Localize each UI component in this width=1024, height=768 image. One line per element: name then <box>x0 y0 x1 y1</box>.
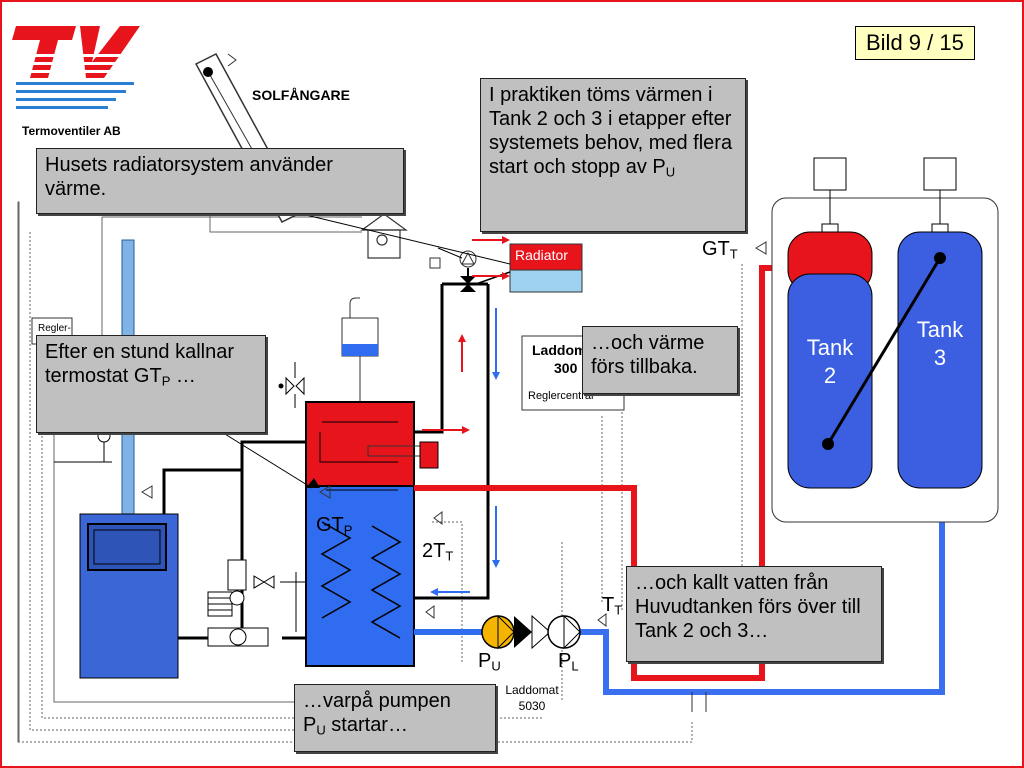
callout-pointers <box>211 213 511 489</box>
pl-label: PL <box>558 650 579 674</box>
reglercentral-label: Reglercentral <box>528 390 594 402</box>
callout-pump-starts: …varpå pumpen PU startar… <box>294 684 496 752</box>
laddomat-5030-line2: 5030 <box>518 699 546 713</box>
gtp-label: GTP <box>316 514 353 538</box>
tank-connector <box>822 252 946 450</box>
tank-3 <box>897 157 983 489</box>
regler-label: Regler- <box>38 323 71 334</box>
laddomat-valves <box>207 559 306 647</box>
gtp-sensor <box>306 478 320 488</box>
termoventiler-logo <box>12 26 140 109</box>
callout-radiator-system: Husets radiatorsystem använder värme. <box>36 148 404 214</box>
relief-valve <box>278 362 305 408</box>
temp-sensors <box>141 241 767 627</box>
laddomat-5030-line1: Laddomat <box>505 683 559 697</box>
loop-pipes <box>414 265 945 695</box>
callout-practice: I praktiken töms värmen i Tank 2 och 3 i… <box>480 78 746 232</box>
page-indicator[interactable]: Bild 9 / 15 <box>855 26 975 60</box>
gtt-label: GTT <box>702 238 738 262</box>
tank3-label: Tank 3 <box>898 316 982 372</box>
pump-pl <box>547 614 581 650</box>
boiler-gauge <box>54 429 112 463</box>
house-symbol <box>360 213 408 259</box>
flow-arrows <box>422 236 510 596</box>
laddomat-5030-label: Laddomat 5030 <box>496 682 568 714</box>
solar-label: SOLFÅNGARE <box>252 87 350 103</box>
callout-heat-back: …och värme förs tillbaka. <box>582 326 738 394</box>
pump-pu <box>481 614 532 650</box>
tank2-label: Tank 2 <box>788 334 872 390</box>
callout-cold-water: …och kallt vatten från Huvudtanken förs … <box>626 566 882 662</box>
main-tank <box>305 401 439 667</box>
tank2-label-line2: 2 <box>823 363 837 388</box>
tank3-label-line1: Tank <box>916 317 964 342</box>
company-name: Termoventiler AB <box>22 124 121 138</box>
pu-label: PU <box>478 650 501 674</box>
radiator-label: Radiator <box>515 247 568 263</box>
tank3-label-line2: 3 <box>933 345 947 370</box>
tt-label: TT <box>602 594 623 618</box>
2tt-label: 2TT <box>422 540 454 564</box>
laddomat-number: 300 <box>554 360 578 376</box>
check-valve <box>531 614 551 650</box>
boiler <box>79 513 179 679</box>
tank-2 <box>787 157 873 489</box>
callout-after-a-while: Efter en stund kallnar termostat GTP … <box>36 335 266 433</box>
expansion-vessel <box>341 297 379 404</box>
tank2-label-line1: Tank <box>806 335 854 360</box>
radiator <box>509 243 583 293</box>
